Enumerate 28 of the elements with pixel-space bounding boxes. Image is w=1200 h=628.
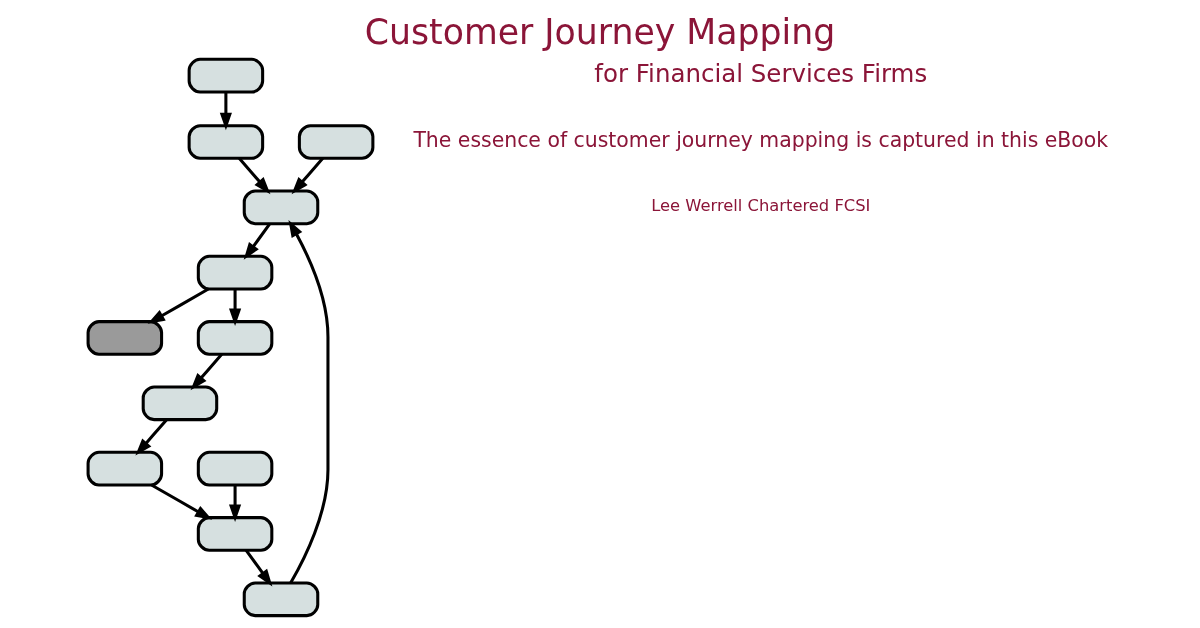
node-box	[86, 450, 164, 487]
arrow	[150, 483, 213, 520]
node-box	[196, 450, 274, 487]
arrow	[243, 222, 272, 260]
arrow	[135, 418, 168, 456]
arrow	[238, 157, 271, 195]
node-box	[297, 124, 375, 160]
node-box	[86, 320, 164, 356]
arrow	[190, 353, 223, 391]
arrow	[147, 287, 210, 324]
node-box	[242, 189, 320, 226]
node-box	[187, 57, 265, 94]
node-box	[187, 124, 265, 160]
label: Lee Werrell Chartered FCSI	[651, 196, 871, 216]
node-box	[242, 581, 320, 618]
node-box	[196, 320, 274, 356]
node-box	[196, 516, 274, 552]
node-box	[196, 254, 274, 291]
arrow	[244, 549, 273, 587]
arrow	[229, 485, 242, 522]
arrow	[291, 157, 324, 195]
arrow	[219, 92, 232, 131]
arrow	[229, 289, 242, 326]
arrow	[288, 219, 330, 584]
diagram-title: Customer Journey Mapping	[364, 12, 836, 53]
label: for Financial Services Firms	[594, 58, 928, 88]
label: The essence of customer journey mapping is captured in this eBook	[413, 128, 1109, 153]
node-box	[141, 385, 219, 422]
